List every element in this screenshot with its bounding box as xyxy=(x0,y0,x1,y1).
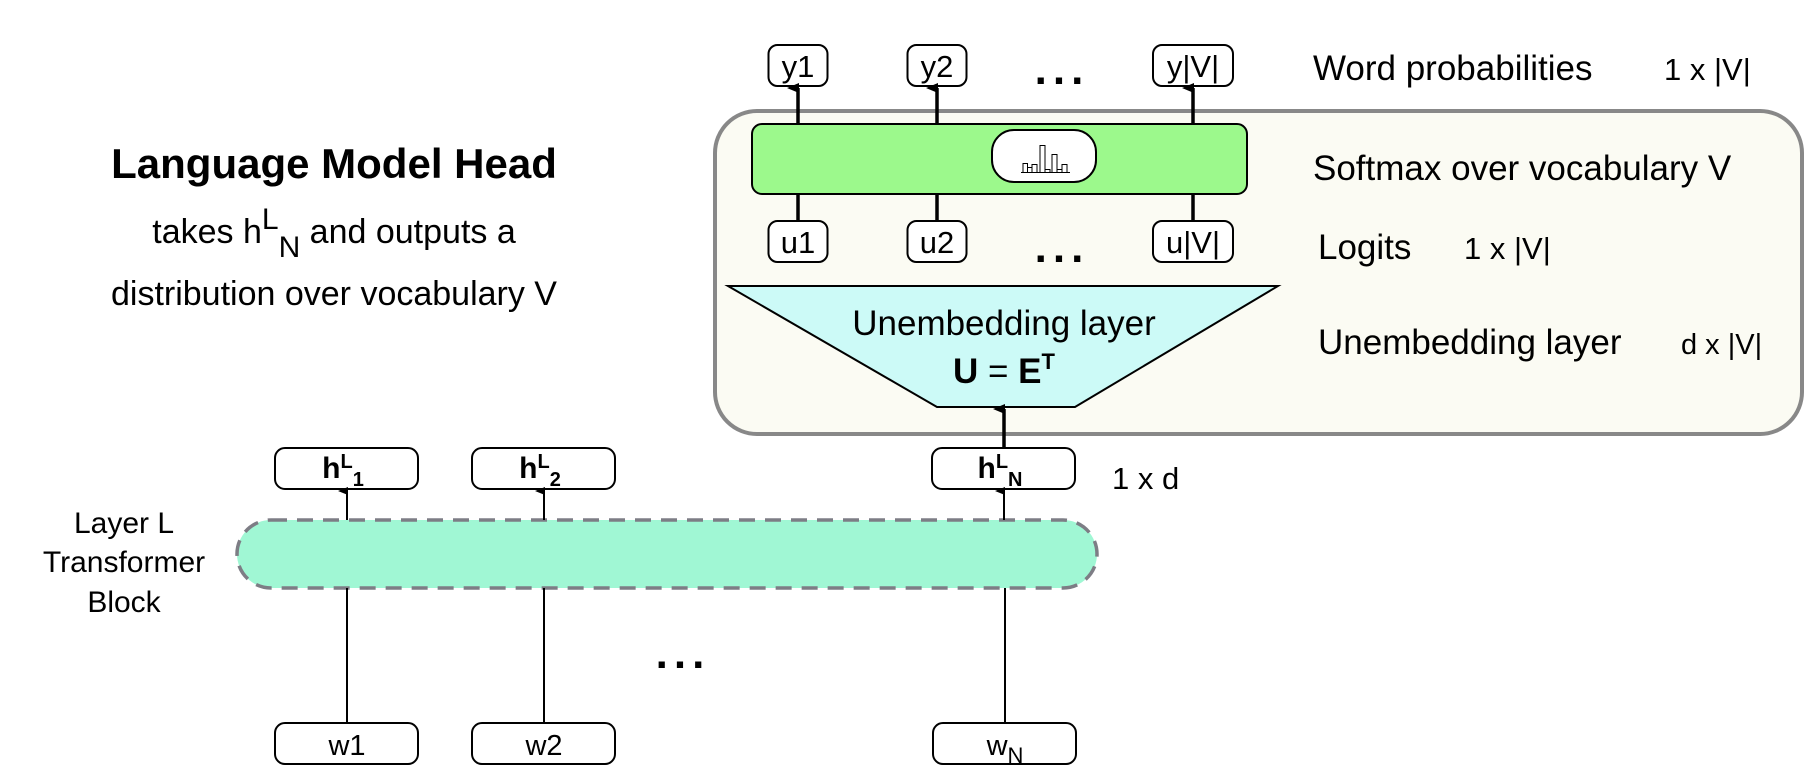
histogram-bar xyxy=(1027,167,1033,173)
word-probability-output: y2 xyxy=(906,44,968,124)
transformer-label: Layer L Transformer Block xyxy=(43,507,205,619)
title-block: Language Model Head takes hLN and output… xyxy=(111,140,557,313)
input-token-box xyxy=(932,722,1077,765)
logit-box xyxy=(1152,220,1234,263)
title-description-line2: distribution over vocabulary V xyxy=(111,275,557,313)
unembedding-formula: U = ET xyxy=(953,349,1056,391)
hidden-state: hLN xyxy=(931,447,1076,520)
logit-label: u1 xyxy=(781,225,815,260)
transformer-label-line: Block xyxy=(87,586,161,619)
histogram-bar xyxy=(1039,145,1046,173)
formula-u: U xyxy=(953,352,978,391)
outputs-ellipsis: ... xyxy=(1035,45,1090,94)
hidden-states: hL1 hL2 hLN xyxy=(274,447,1076,520)
hidden-dim-label: 1 x d xyxy=(1112,461,1179,496)
output-label: y|V| xyxy=(1167,49,1219,84)
unembedding-title: Unembedding layer xyxy=(852,304,1156,343)
hidden-state-label: hLN xyxy=(978,451,1023,491)
logit-output: u2 xyxy=(906,194,968,263)
word-probability-output: y1 xyxy=(767,44,829,124)
desc-text: takes h xyxy=(152,213,262,251)
hidden-state-label: hL1 xyxy=(322,451,364,491)
formula-eq: = xyxy=(978,352,1018,391)
logit-outputs: u1 u2 u|V| xyxy=(767,194,1234,263)
desc-sup: L xyxy=(262,203,279,236)
input-token: wN xyxy=(932,588,1077,768)
histogram-bar xyxy=(1031,164,1038,173)
desc-text: and outputs a xyxy=(300,213,516,251)
input-token-label: w2 xyxy=(524,730,562,762)
logit-label: u2 xyxy=(920,225,954,260)
inputs-ellipsis: ... xyxy=(656,629,711,678)
transformer-label-line: Layer L xyxy=(74,507,174,540)
formula-e: E xyxy=(1018,352,1041,391)
unembedding-layer xyxy=(724,285,1282,408)
logit-label: u|V| xyxy=(1166,225,1220,260)
word-probability-output: y|V| xyxy=(1152,44,1234,124)
input-token: w1 xyxy=(274,588,419,765)
histogram-icon xyxy=(1021,145,1070,173)
label-logits: Logits xyxy=(1318,228,1411,267)
hidden-state-label: hL2 xyxy=(519,451,561,491)
output-label: y1 xyxy=(782,49,815,84)
histogram-bar xyxy=(1022,163,1028,173)
diagram-title: Language Model Head xyxy=(111,140,557,187)
input-token: w2 xyxy=(471,588,616,765)
logit-box xyxy=(906,220,968,263)
formula-transpose: T xyxy=(1042,349,1056,374)
hidden-state: hL2 xyxy=(471,447,616,520)
logit-output: u|V| xyxy=(1152,194,1234,263)
dim-logits: 1 x |V| xyxy=(1464,231,1551,266)
transformer-block xyxy=(235,518,1099,590)
logit-box xyxy=(767,220,829,263)
input-token-box xyxy=(471,722,616,765)
title-description-line1: takes hLN and outputs a xyxy=(152,203,516,264)
input-token-box xyxy=(274,722,419,765)
transformer-label-line: Transformer xyxy=(43,546,205,579)
input-token-label: wN xyxy=(986,730,1024,768)
histogram-bar xyxy=(1061,164,1068,173)
histogram-bar xyxy=(1051,154,1058,173)
label-word-probabilities: Word probabilities xyxy=(1313,49,1593,88)
logits-ellipsis: ... xyxy=(1035,223,1090,272)
word-probability-outputs: y1 y2 y|V| xyxy=(767,44,1234,124)
hidden-state: hL1 xyxy=(274,447,419,520)
dim-word-probabilities: 1 x |V| xyxy=(1664,52,1751,87)
label-softmax: Softmax over vocabulary V xyxy=(1313,149,1732,188)
input-tokens: w1 w2 wN xyxy=(274,588,1077,768)
label-unembedding: Unembedding layer xyxy=(1318,323,1622,362)
dim-unembedding: d x |V| xyxy=(1681,329,1762,361)
output-label: y2 xyxy=(921,49,954,84)
desc-sub: N xyxy=(279,231,301,264)
logit-output: u1 xyxy=(767,194,829,263)
right-labels: Word probabilities 1 x |V| Softmax over … xyxy=(1313,49,1762,362)
input-token-label: w1 xyxy=(327,730,365,762)
